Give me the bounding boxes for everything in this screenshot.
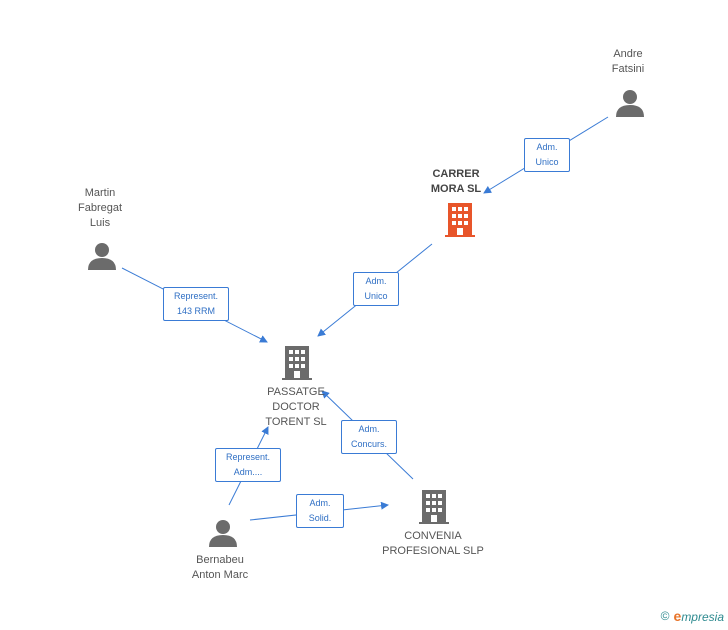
label-line: Unico	[364, 291, 388, 301]
node-label-convenia[interactable]: CONVENIA PROFESIONAL SLP	[378, 529, 488, 559]
footer-credit[interactable]: © empresia	[661, 608, 724, 624]
building-icon[interactable]	[419, 490, 449, 524]
label-line: PROFESIONAL SLP	[382, 545, 484, 557]
label-line: Anton Marc	[191, 569, 249, 581]
label-line: Bernabeu	[196, 554, 244, 566]
building-icon-focus[interactable]	[445, 203, 475, 237]
label-line: Fatsini	[611, 63, 645, 75]
person-icon[interactable]	[86, 241, 118, 271]
node-label-martin[interactable]: Martin Fabregat Luis	[68, 186, 132, 231]
label-line: Adm.	[536, 142, 558, 152]
edge-label-andre-carrer: Adm. Unico	[524, 138, 570, 172]
label-line: PASSATGE	[267, 386, 325, 398]
label-line: Represent.	[225, 452, 271, 462]
label-line: Martin	[84, 187, 116, 199]
label-line: Represent.	[173, 291, 219, 301]
edge-label-carrer-passatge: Adm. Unico	[353, 272, 399, 306]
person-icon[interactable]	[207, 518, 239, 548]
label-line: Andre	[613, 48, 643, 60]
label-line: Adm....	[233, 467, 263, 477]
label-line: 143 RRM	[176, 306, 215, 316]
brand-logo[interactable]: empresia	[674, 608, 724, 624]
building-icon[interactable]	[282, 346, 312, 380]
brand-initial: e	[673, 608, 682, 624]
label-line: Fabregat	[77, 202, 123, 214]
node-label-passatge[interactable]: PASSATGE DOCTOR TORENT SL	[258, 385, 334, 430]
label-line: Adm.	[309, 498, 331, 508]
edge-label-bernabeu-convenia: Adm. Solid.	[296, 494, 344, 528]
copyright-symbol: ©	[660, 609, 670, 623]
label-line: Adm.	[358, 424, 380, 434]
person-icon[interactable]	[614, 88, 646, 118]
label-line: Luis	[89, 217, 111, 229]
label-line: Solid.	[308, 513, 332, 523]
label-line: Adm.	[365, 276, 387, 286]
label-line: Concurs.	[350, 439, 387, 449]
label-line: TORENT SL	[265, 416, 327, 428]
edge-label-martin-passatge: Represent. 143 RRM	[163, 287, 229, 321]
node-label-andre[interactable]: Andre Fatsini	[598, 47, 658, 77]
node-label-bernabeu[interactable]: Bernabeu Anton Marc	[182, 553, 258, 583]
label-line: DOCTOR	[272, 401, 320, 413]
edge-label-bernabeu-passatge: Represent. Adm....	[215, 448, 281, 482]
node-label-carrer[interactable]: CARRER MORA SL	[420, 167, 492, 197]
label-line: CONVENIA	[404, 530, 462, 542]
label-line: CARRER	[432, 168, 480, 180]
brand-rest: mpresia	[681, 610, 724, 624]
label-line: Unico	[535, 157, 559, 167]
edge-label-convenia-passatge: Adm. Concurs.	[341, 420, 397, 454]
label-line: MORA SL	[430, 183, 482, 195]
